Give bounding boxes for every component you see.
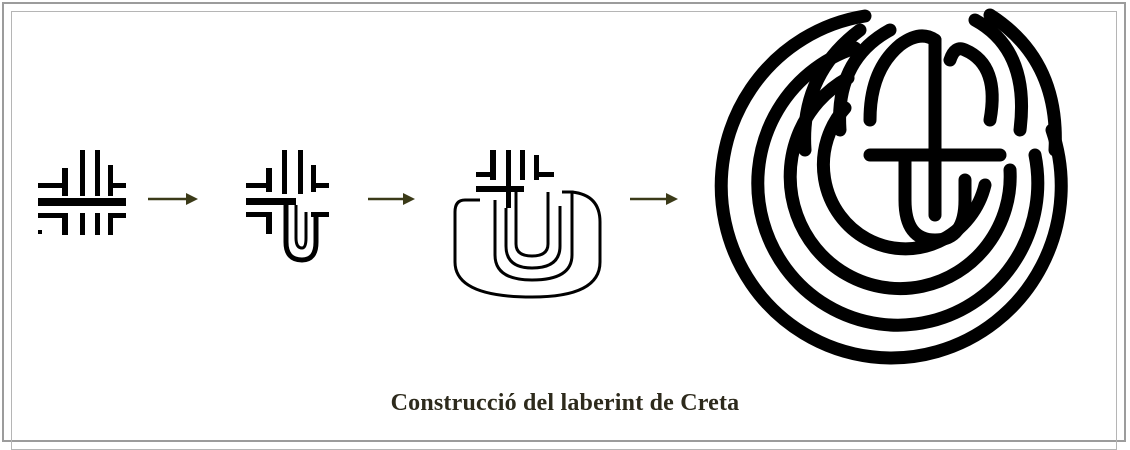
arrow-3 [630, 193, 678, 205]
step-4-complete-labyrinth [714, 8, 1068, 365]
construction-diagram [38, 8, 1068, 365]
arrow-1 [148, 193, 198, 205]
step-1-seed-cross [38, 150, 126, 235]
step-3-three-loops [453, 150, 602, 299]
diagram-caption: Construcció del laberint de Creta [390, 390, 740, 416]
step-2-first-loop [246, 150, 329, 263]
arrow-2 [368, 193, 415, 205]
